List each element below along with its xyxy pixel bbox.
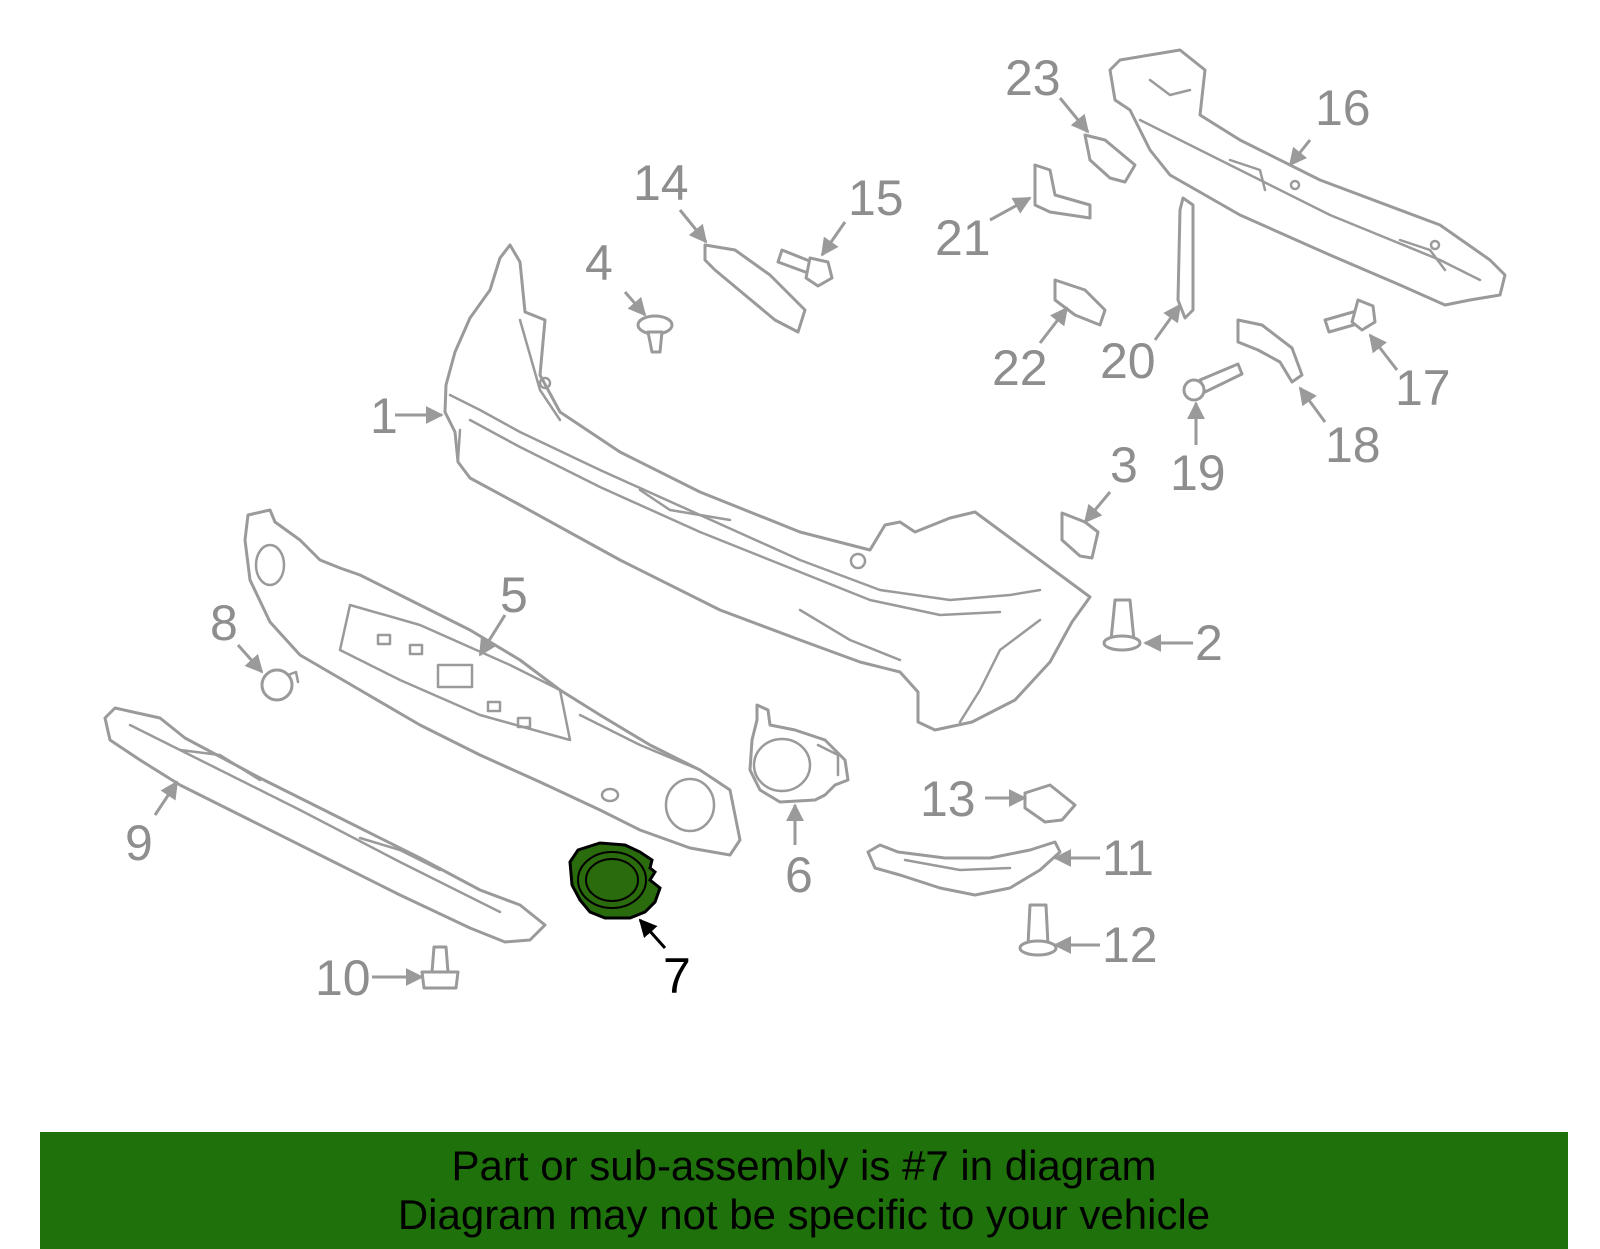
part-1-bumper-cover[interactable] [443,243,1092,732]
label-part-22: 22 [992,340,1048,396]
part-14-bracket[interactable] [703,243,807,334]
part-4-clip[interactable] [636,314,674,354]
label-part-12: 12 [1102,917,1158,973]
label-part-15: 15 [848,170,904,226]
part-6-lamp-housing[interactable] [748,703,850,804]
label-part-2: 2 [1195,615,1223,671]
label-part-19: 19 [1170,445,1226,501]
part-16-reinforcement[interactable] [1108,48,1507,307]
part-20-bracket[interactable] [1176,196,1195,320]
part-7-fog-lamp-bezel[interactable] [568,841,662,920]
part-19-screw[interactable] [1182,362,1244,402]
label-part-8: 8 [210,595,238,651]
banner-line-part-info: Part or sub-assembly is #7 in diagram [451,1142,1157,1189]
label-part-4: 4 [585,235,613,291]
part-17-bolt[interactable] [1323,298,1377,334]
label-part-9: 9 [125,815,153,871]
banner-line-disclaimer: Diagram may not be specific to your vehi… [397,1191,1211,1238]
part-10-bolt[interactable] [420,945,460,990]
label-part-20: 20 [1100,333,1156,389]
label-part-13: 13 [920,771,976,827]
label-part-3: 3 [1110,437,1138,493]
info-banner: Part or sub-assembly is #7 in diagram Di… [40,1132,1568,1249]
part-23-bracket[interactable] [1083,133,1137,184]
label-part-18: 18 [1325,417,1381,473]
part-2-screw[interactable] [1102,598,1142,652]
label-part-1: 1 [370,388,398,444]
part-9-lower-strip[interactable] [103,706,547,944]
part-15-bolt[interactable] [776,248,834,288]
label-part-16: 16 [1315,80,1371,136]
part-3-clip-nut[interactable] [1060,511,1100,560]
part-8-ring[interactable] [260,668,300,702]
label-part-21: 21 [935,210,991,266]
part-21-bracket[interactable] [1033,163,1092,220]
label-part-7: 7 [663,948,691,1004]
part-18-bracket[interactable] [1236,318,1304,384]
part-11-side-trim[interactable] [866,840,1062,897]
part-labels: 1 2 3 4 5 6 7 8 9 10 11 12 13 14 15 16 1… [125,50,1451,1006]
label-part-11: 11 [1102,830,1154,886]
label-part-17: 17 [1395,360,1451,416]
label-part-14: 14 [633,155,689,211]
part-5-lower-valance[interactable] [243,508,742,857]
part-22-bracket[interactable] [1053,278,1107,327]
label-part-5: 5 [500,567,528,623]
part-12-screw[interactable] [1018,903,1058,957]
leader-lines [153,97,1399,986]
part-13-clip-nut[interactable] [1023,783,1077,824]
label-part-10: 10 [315,950,371,1006]
label-part-23: 23 [1005,50,1061,106]
label-part-6: 6 [785,847,813,903]
